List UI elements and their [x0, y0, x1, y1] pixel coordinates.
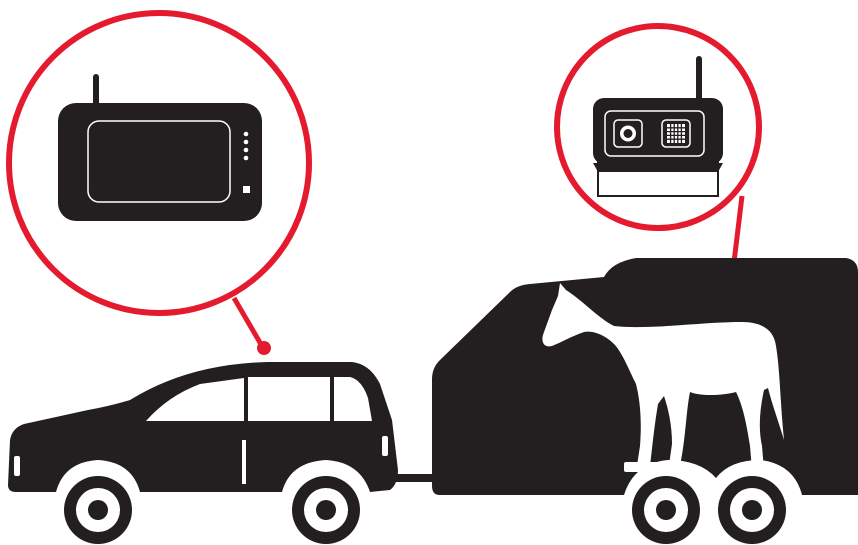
camera-antenna: [696, 56, 702, 104]
suv-silhouette: [8, 362, 398, 544]
trailer-wheels: [632, 476, 786, 544]
horse-hoof-front: [624, 462, 658, 472]
monitor-callout-dot: [257, 341, 271, 355]
camera-bracket-top: [593, 163, 723, 172]
camera-ir-grid: [667, 124, 685, 143]
horse-hoof-back: [744, 462, 768, 472]
car-window-middle: [248, 377, 330, 421]
horse-trailer-silhouette: [432, 258, 858, 544]
car-taillight: [382, 436, 388, 456]
monitor-callout-line: [234, 298, 262, 346]
monitor-callout: [9, 13, 309, 355]
car-door-seam: [242, 440, 246, 484]
car-headlight: [14, 456, 20, 476]
